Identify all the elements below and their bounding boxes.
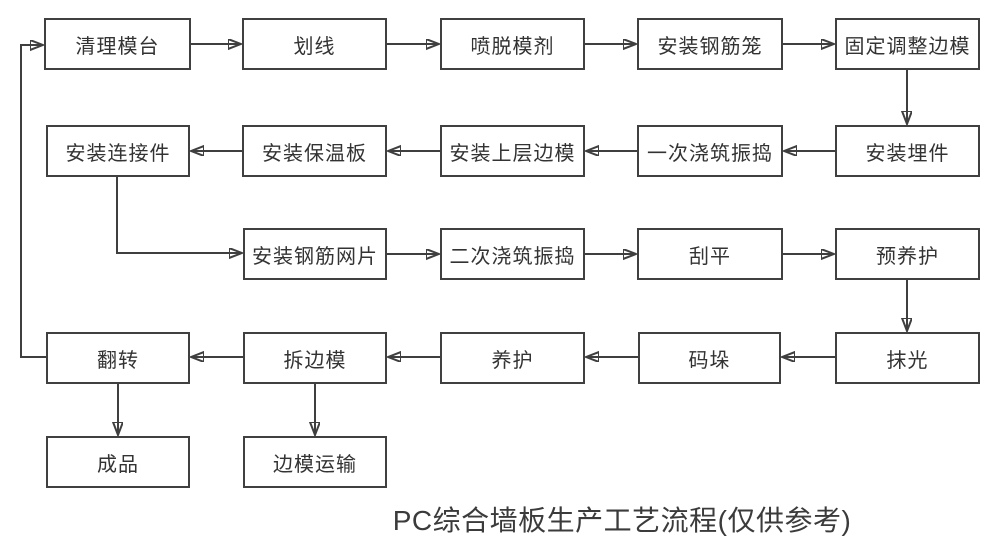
node-install-upper-side-mold: 安装上层边模: [440, 125, 585, 177]
node-install-embedded-parts: 安装埋件: [835, 125, 980, 177]
node-screeding: 刮平: [637, 228, 783, 280]
node-stacking: 码垛: [638, 332, 781, 384]
node-second-pour-vibrate: 二次浇筑振捣: [440, 228, 585, 280]
node-finished-product: 成品: [46, 436, 190, 488]
node-clean-mold-table: 清理模台: [44, 18, 191, 70]
node-side-mold-transport: 边模运输: [243, 436, 387, 488]
node-install-rebar-mesh: 安装钢筋网片: [243, 228, 387, 280]
arrow-flip-loop-to-clean-mold-table: [20, 45, 46, 358]
arrow-install-connectors-to-install-rebar-mesh: [116, 177, 241, 253]
diagram-title: PC综合墙板生产工艺流程(仅供参考): [392, 505, 852, 536]
node-spray-release-agent: 喷脱模剂: [440, 18, 585, 70]
node-fix-adjust-side-mold: 固定调整边模: [835, 18, 980, 70]
node-first-pour-vibrate: 一次浇筑振捣: [637, 125, 783, 177]
node-remove-side-mold: 拆边模: [243, 332, 387, 384]
node-install-rebar-cage: 安装钢筋笼: [637, 18, 783, 70]
node-install-connectors: 安装连接件: [46, 125, 190, 177]
node-pre-curing: 预养护: [835, 228, 980, 280]
node-install-insulation-board: 安装保温板: [242, 125, 387, 177]
node-polishing: 抹光: [835, 332, 980, 384]
node-curing: 养护: [440, 332, 585, 384]
node-flip: 翻转: [46, 332, 190, 384]
node-marking: 划线: [242, 18, 387, 70]
